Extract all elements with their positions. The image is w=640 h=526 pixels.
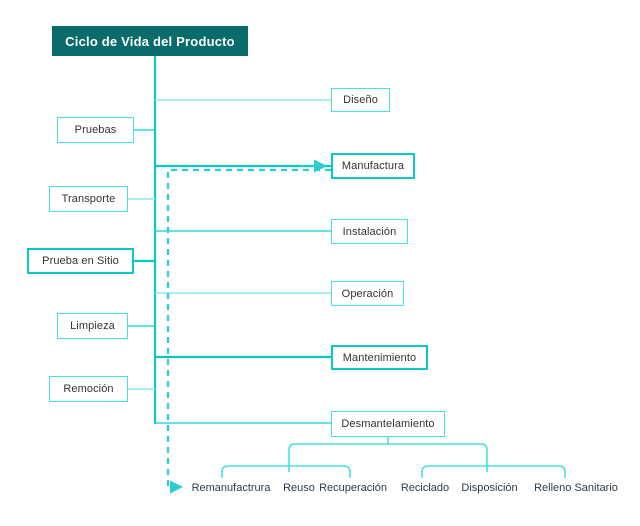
leaf-reuso[interactable]: Reuso (283, 482, 315, 494)
leaf-recuperacion[interactable]: Recuperación (319, 482, 387, 494)
node-prueba-en-sitio[interactable]: Prueba en Sitio (27, 248, 134, 274)
eol-left-group-bracket (221, 465, 351, 478)
node-pruebas[interactable]: Pruebas (57, 117, 134, 143)
leaf-reciclado[interactable]: Reciclado (400, 482, 450, 494)
diagram-title-box: Ciclo de Vida del Producto (52, 26, 248, 56)
node-instalacion[interactable]: Instalación (331, 219, 408, 244)
node-limpieza[interactable]: Limpieza (57, 313, 128, 339)
feedback-loop-dashed (166, 168, 331, 494)
node-remocion[interactable]: Remoción (49, 376, 128, 402)
node-transporte[interactable]: Transporte (49, 186, 128, 212)
eol-right-group-bracket (421, 465, 566, 478)
eol-top-bracket (288, 443, 488, 458)
leaf-relleno-sanitario[interactable]: Relleno Sanitario (534, 482, 618, 494)
leaf-remanufactrura[interactable]: Remanufactrura (191, 482, 271, 494)
node-diseno[interactable]: Diseño (331, 88, 390, 112)
node-mantenimiento[interactable]: Mantenimiento (331, 345, 428, 370)
leaf-disposicion[interactable]: Disposición (461, 482, 518, 494)
node-manufactura[interactable]: Manufactura (331, 153, 415, 179)
node-operacion[interactable]: Operación (331, 281, 404, 306)
node-desmantelamiento[interactable]: Desmantelamiento (331, 411, 445, 437)
